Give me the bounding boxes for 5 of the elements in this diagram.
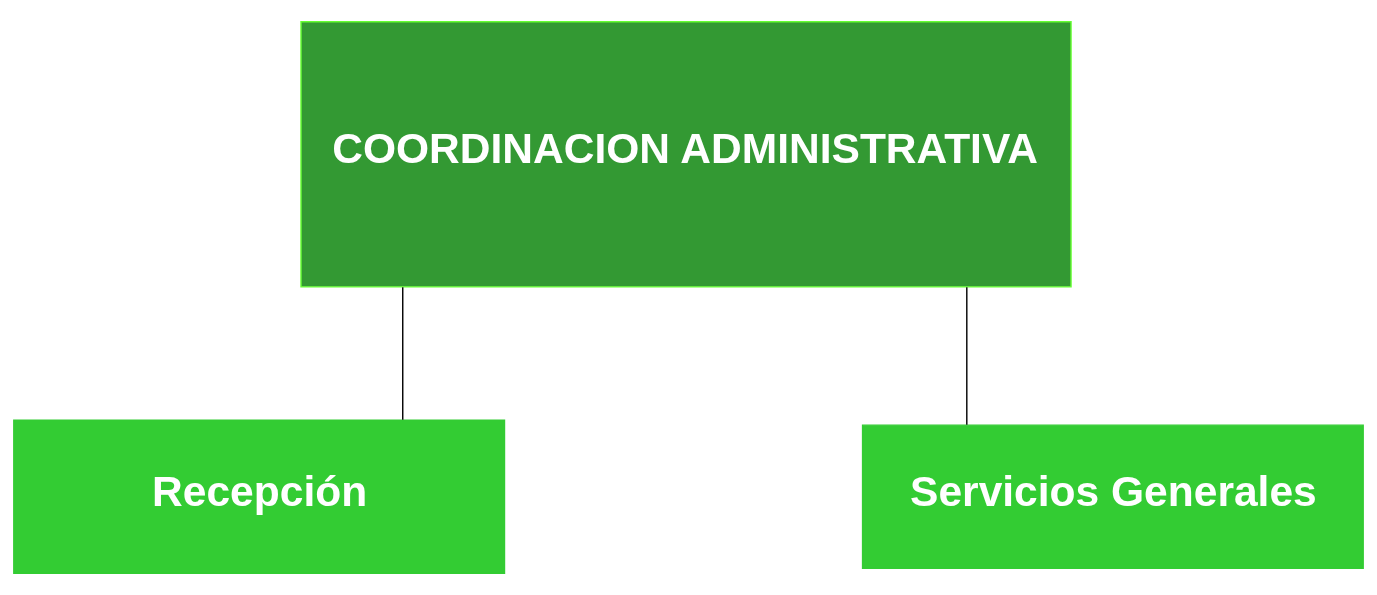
connector (402, 286, 404, 421)
connector (966, 286, 968, 426)
node-box: COORDINACION ADMINISTRATIVA (300, 20, 1072, 288)
node-box: Recepción (13, 419, 506, 575)
node-box: Servicios Generales (861, 424, 1364, 570)
